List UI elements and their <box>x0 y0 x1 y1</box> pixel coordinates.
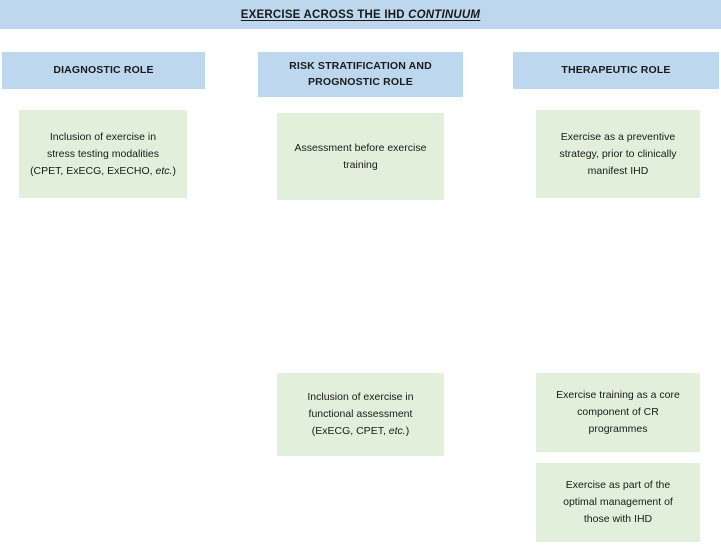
page-title: EXERCISE ACROSS THE IHD CONTINUUM <box>241 9 480 21</box>
cell-assessment-before-training: Assessment before exercise training <box>277 113 444 200</box>
column-header-label: THERAPEUTIC ROLE <box>561 63 671 76</box>
cell-line-3-emphasis: etc. <box>388 425 406 437</box>
page-title-prefix: EXERCISE ACROSS THE IHD <box>240 8 409 21</box>
cell-line-2: stress testing modalities <box>46 147 160 160</box>
page-title-emphasis: CONTINUUM <box>408 8 481 21</box>
column-header-diagnostic-role: DIAGNOSTIC ROLE <box>2 52 205 89</box>
column-header-line-1: RISK STRATIFICATION AND <box>289 60 432 73</box>
column-header-therapeutic-role: THERAPEUTIC ROLE <box>513 52 719 89</box>
cell-line-2: functional assessment <box>308 408 413 420</box>
cell-diagnostic-stress-testing: Inclusion of exercise in stress testing … <box>19 110 187 198</box>
cell-optimal-management: Exercise as part of the optimal manageme… <box>536 463 700 542</box>
diagram-title-banner: EXERCISE ACROSS THE IHD CONTINUUM <box>0 0 721 29</box>
cell-line-3-prefix: (CPET, ExECG, ExECHO, <box>30 164 156 177</box>
cell-text: Assessment before exercise training <box>295 140 427 174</box>
cell-line-3-prefix: (ExECG, CPET, <box>311 425 389 437</box>
cell-line-2: optimal management of <box>563 496 673 508</box>
cell-line-2: training <box>343 158 378 171</box>
cell-line-1: Inclusion of exercise in <box>307 391 414 403</box>
cell-line-3-suffix: ) <box>405 425 410 437</box>
cell-functional-assessment: Inclusion of exercise in functional asse… <box>277 373 444 456</box>
column-header-label: RISK STRATIFICATION AND PROGNOSTIC ROLE <box>289 59 432 89</box>
cell-text: Exercise as a preventive strategy, prior… <box>559 129 676 180</box>
cell-line-1: Exercise as a preventive <box>560 130 676 143</box>
column-header-risk-stratification-role: RISK STRATIFICATION AND PROGNOSTIC ROLE <box>258 52 463 97</box>
cell-preventive-strategy: Exercise as a preventive strategy, prior… <box>536 110 700 198</box>
cell-line-3: programmes <box>588 423 648 435</box>
cell-line-1: Exercise training as a core <box>556 389 680 401</box>
cell-line-2: component of CR <box>577 406 659 418</box>
cell-line-3-suffix: ) <box>172 164 176 177</box>
cell-line-1: Assessment before exercise <box>294 141 427 154</box>
cell-cr-core-component: Exercise training as a core component of… <box>536 373 700 452</box>
cell-line-1: Exercise as part of the <box>565 479 671 491</box>
cell-text: Inclusion of exercise in functional asse… <box>307 389 413 440</box>
cell-line-3: those with IHD <box>583 513 653 525</box>
cell-text: Exercise training as a core component of… <box>556 387 680 438</box>
cell-line-3: manifest IHD <box>587 164 649 177</box>
cell-line-3-emphasis: etc. <box>155 164 173 177</box>
cell-line-2: strategy, prior to clinically <box>559 147 677 160</box>
cell-text: Inclusion of exercise in stress testing … <box>30 129 176 180</box>
cell-line-1: Inclusion of exercise in <box>49 130 157 143</box>
column-header-label: DIAGNOSTIC ROLE <box>53 63 154 76</box>
column-header-line-2: PROGNOSTIC ROLE <box>308 75 413 88</box>
cell-text: Exercise as part of the optimal manageme… <box>563 477 673 528</box>
